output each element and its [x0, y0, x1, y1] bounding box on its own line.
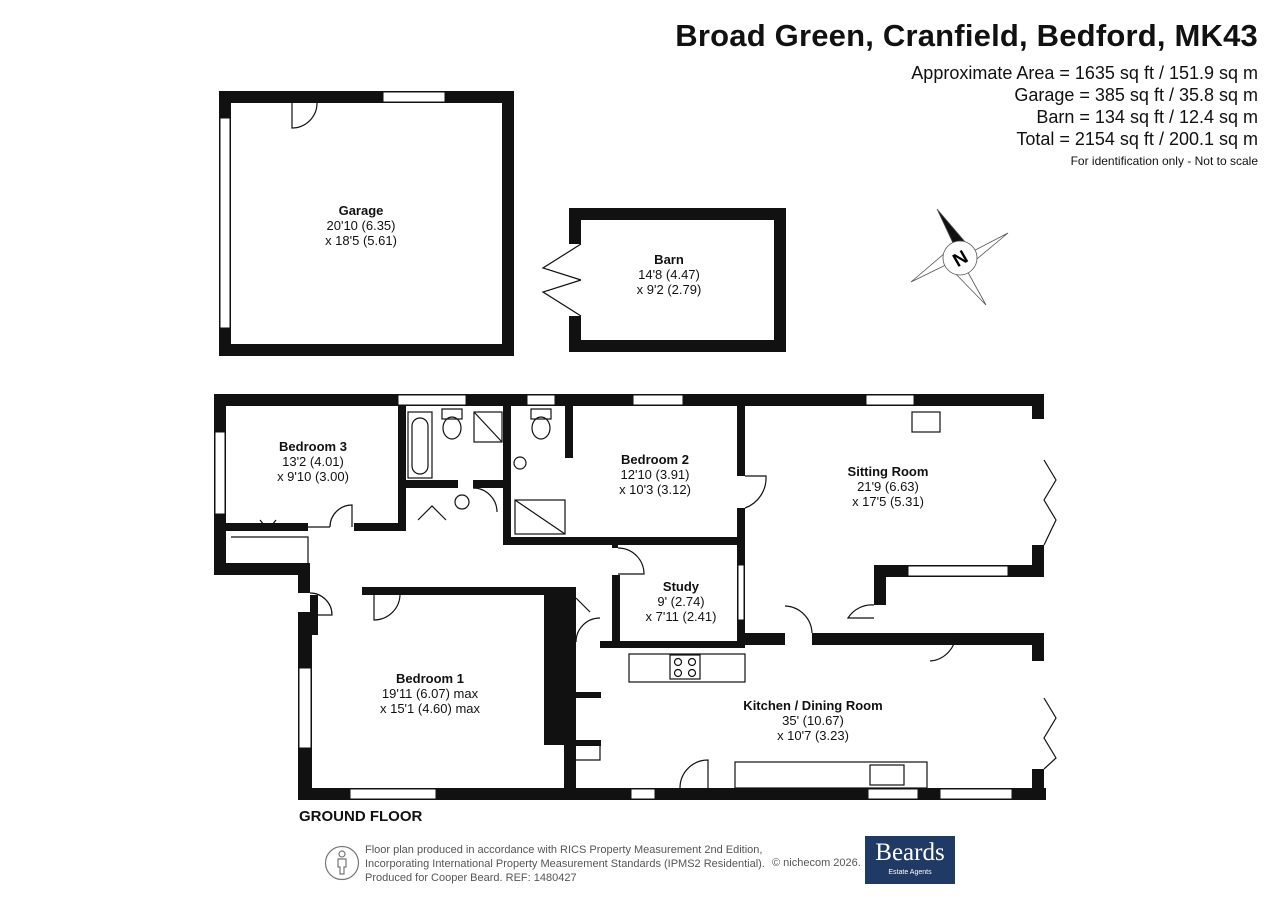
- person-icon: [324, 845, 360, 881]
- room-name: Barn: [654, 252, 684, 267]
- room-kitchen-dining: Kitchen / Dining Room 35' (10.67) x 10'7…: [743, 698, 882, 743]
- footer-disclaimer: Floor plan produced in accordance with R…: [365, 843, 765, 885]
- room-dim: x 15'1 (4.60) max: [379, 701, 481, 716]
- room-bedroom-2: Bedroom 2 12'10 (3.91) x 10'3 (3.12): [619, 452, 691, 497]
- room-dim: x 10'7 (3.23): [777, 728, 849, 743]
- room-garage: Garage 20'10 (6.35) x 18'5 (5.61): [325, 203, 397, 248]
- room-study: Study 9' (2.74) x 7'11 (2.41): [646, 579, 717, 624]
- room-name: Garage: [338, 203, 384, 218]
- room-name: Bedroom 3: [279, 439, 347, 454]
- area-approx: Approximate Area = 1635 sq ft / 151.9 sq…: [911, 63, 1258, 83]
- room-dim: x 9'10 (3.00): [277, 469, 349, 484]
- footer-line: Floor plan produced in accordance with R…: [365, 844, 763, 856]
- room-dim: x 7'11 (2.41): [645, 609, 717, 624]
- room-dim: x 10'3 (3.12): [619, 482, 691, 497]
- footer-line: Produced for Cooper Beard. REF: 1480427: [365, 872, 577, 884]
- room-dim: 14'8 (4.47): [638, 267, 700, 282]
- room-dim: 19'11 (6.07) max: [381, 686, 479, 701]
- logo-sub: Estate Agents: [888, 869, 932, 876]
- room-dim: 13'2 (4.01): [282, 454, 344, 469]
- floor-label: GROUND FLOOR: [299, 808, 423, 825]
- room-sitting: Sitting Room 21'9 (6.63) x 17'5 (5.31): [848, 464, 929, 509]
- room-dim: x 9'2 (2.79): [636, 282, 702, 297]
- copyright: © nichecom 2026.: [772, 857, 861, 869]
- room-name: Kitchen / Dining Room: [743, 698, 883, 713]
- room-barn: Barn 14'8 (4.47) x 9'2 (2.79): [637, 252, 702, 297]
- room-name: Sitting Room: [847, 464, 929, 479]
- room-dim: 35' (10.67): [782, 713, 844, 728]
- room-name: Bedroom 2: [621, 452, 689, 467]
- area-barn: Barn = 134 sq ft / 12.4 sq m: [1036, 107, 1258, 127]
- room-dim: x 18'5 (5.61): [325, 233, 397, 248]
- compass-icon: [910, 208, 1009, 306]
- footer-line: Incorporating International Property Mea…: [365, 858, 765, 870]
- logo-main: Beards: [875, 839, 945, 866]
- room-dim: 21'9 (6.63): [857, 479, 919, 494]
- room-dim: x 17'5 (5.31): [852, 494, 924, 509]
- area-total: Total = 2154 sq ft / 200.1 sq m: [1016, 129, 1258, 149]
- room-dim: 9' (2.74): [657, 594, 705, 609]
- room-name: Study: [662, 579, 700, 594]
- room-bedroom-1: Bedroom 1 19'11 (6.07) max x 15'1 (4.60)…: [380, 671, 480, 716]
- area-garage: Garage = 385 sq ft / 35.8 sq m: [1014, 85, 1258, 105]
- room-bedroom-3: Bedroom 3 13'2 (4.01) x 9'10 (3.00): [277, 439, 349, 484]
- identification-note: For identification only - Not to scale: [1070, 154, 1258, 168]
- room-dim: 12'10 (3.91): [620, 467, 690, 482]
- page-title: Broad Green, Cranfield, Bedford, MK43: [675, 18, 1258, 53]
- room-name: Bedroom 1: [396, 671, 464, 686]
- beards-logo: Beards Estate Agents: [865, 836, 955, 884]
- room-dim: 20'10 (6.35): [326, 218, 396, 233]
